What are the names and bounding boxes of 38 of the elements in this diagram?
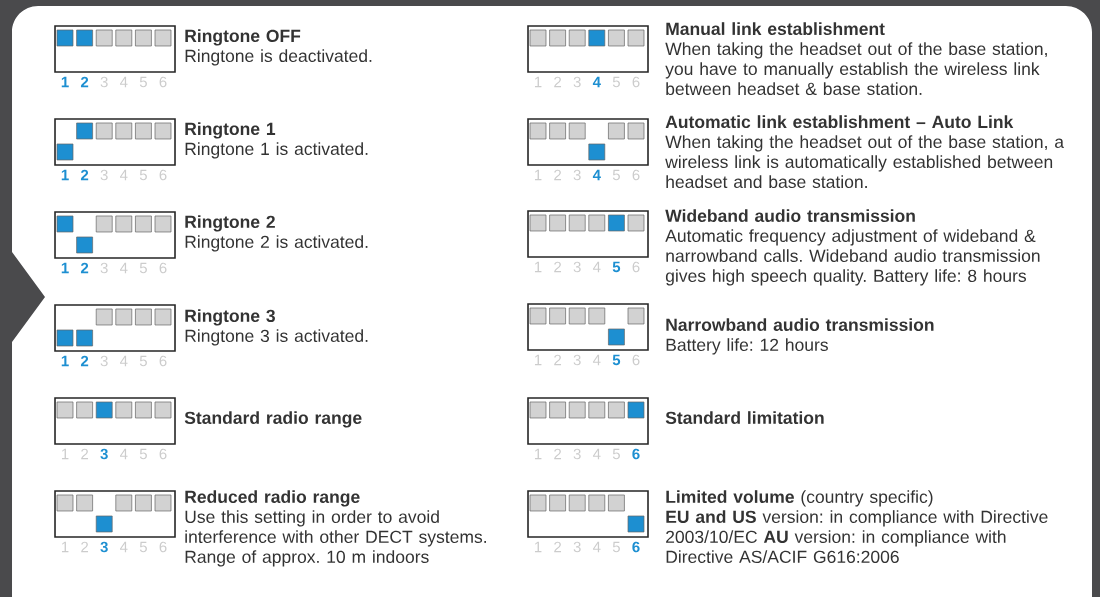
switch-number: 6 — [632, 448, 640, 460]
switch-number: 1 — [61, 355, 69, 367]
switch-number: 3 — [100, 448, 108, 460]
switch-number: 2 — [80, 169, 89, 181]
setting-title: Ringtone 2 — [185, 215, 275, 232]
switch-number: 2 — [80, 262, 89, 274]
switch-number: 1 — [61, 262, 69, 274]
setting-description: EU and US version: in compliance with Directive 2003/10/EC AU version: in compliance with Directive AS/ACIF G616:2006 — [666, 510, 1048, 564]
setting-description: Ringtone is deactivated. — [185, 49, 372, 66]
setting-description: When taking the headset out of the base station, you have to manually establish the wireless link between headset & base station. — [665, 42, 1047, 96]
switch-number: 3 — [100, 541, 108, 553]
setting-title: Reduced radio range — [185, 490, 360, 507]
setting-title: Wideband audio transmission — [665, 209, 915, 223]
setting-title: Ringtone OFF — [185, 29, 301, 46]
setting-title: Limited volume (country specific) — [666, 490, 933, 507]
setting-title: Manual link establishment — [666, 22, 885, 36]
setting-description: Ringtone 2 is activated. — [185, 235, 368, 252]
switch-number: 2 — [80, 76, 89, 88]
switch-number: 6 — [632, 541, 640, 553]
switch-number: 4 — [592, 76, 601, 88]
setting-title: Standard limitation — [665, 411, 824, 425]
setting-title: Automatic link establishment – Auto Link — [665, 115, 1014, 129]
setting-title: Ringtone 3 — [185, 309, 275, 326]
setting-description: When taking the headset out of the base station, a wireless link is automatically established between headset and base station. — [665, 135, 1064, 189]
switch-number: 5 — [612, 354, 621, 366]
setting-title: Ringtone 1 — [185, 122, 276, 139]
setting-description: Automatic frequency adjustment of wideband & narrowband calls. Wideband audio transmission gives high speech quality. Battery life: 8 hours — [665, 229, 1040, 286]
switch-number: 2 — [80, 355, 89, 367]
setting-description: Use this setting in order to avoid interference with other DECT systems. Range of approx. 10 m indoors — [185, 510, 486, 567]
switch-number: 4 — [592, 169, 601, 181]
switch-number: 1 — [61, 169, 69, 181]
setting-description: Ringtone 3 is activated. — [185, 329, 368, 346]
setting-title: Narrowband audio transmission — [666, 318, 934, 332]
setting-description: Battery life: 12 hours — [666, 338, 828, 355]
setting-title: Standard radio range — [184, 411, 362, 428]
switch-number: 5 — [612, 261, 621, 273]
switch-number: 1 — [61, 76, 69, 88]
setting-description: Ringtone 1 is activated. — [185, 142, 368, 159]
